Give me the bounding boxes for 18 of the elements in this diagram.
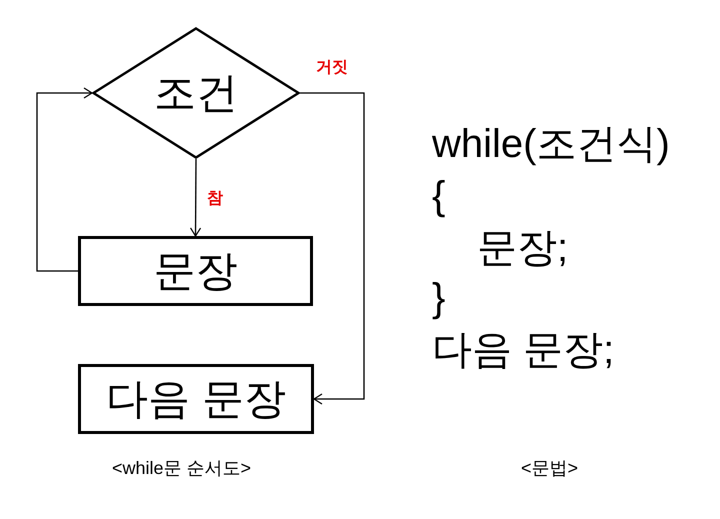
node-label: 조건: [154, 69, 238, 117]
code-line: 다음 문장;: [432, 327, 614, 374]
node-label: 문장: [154, 247, 238, 295]
code-line: 문장;: [477, 225, 568, 272]
process-box: [78, 236, 313, 306]
edge-label: 참: [206, 189, 223, 209]
caption-text: <while문 순서도>: [112, 457, 252, 480]
arrow: [36, 87, 93, 272]
decision-diamond: [92, 27, 300, 159]
node-label: 다음 문장: [106, 375, 286, 423]
code-line: {: [432, 173, 446, 220]
arrow: [300, 92, 365, 405]
code-line: while(조건식): [432, 121, 670, 168]
edge-label: 거짓: [316, 58, 348, 78]
caption-text: <문법>: [521, 457, 578, 480]
arrow: [190, 159, 202, 237]
process-box: [78, 364, 314, 434]
code-line: }: [432, 275, 446, 322]
